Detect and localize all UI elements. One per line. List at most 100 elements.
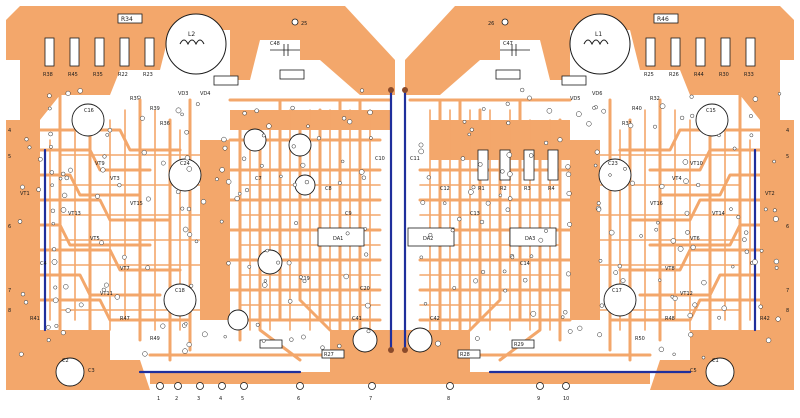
solder-pad bbox=[287, 299, 293, 304]
side-label: 5 bbox=[8, 154, 11, 160]
solder-pad bbox=[656, 220, 660, 225]
solder-pad bbox=[263, 279, 268, 283]
solder-pad bbox=[182, 348, 188, 354]
transistor-label: VT3 bbox=[110, 176, 120, 182]
connector-pin bbox=[368, 382, 376, 390]
solder-pad bbox=[343, 273, 349, 280]
solder-pad bbox=[563, 310, 568, 315]
resistor-label: R3 bbox=[524, 186, 531, 192]
solder-pad bbox=[345, 231, 350, 236]
resistor-label: R2 bbox=[500, 186, 507, 192]
solder-pad bbox=[121, 254, 127, 260]
transistor-label: VT8 bbox=[665, 266, 675, 272]
transistor-label: VT15 bbox=[130, 201, 143, 207]
solder-pad bbox=[450, 228, 455, 233]
solder-pad bbox=[341, 116, 347, 121]
solder-pad bbox=[598, 258, 603, 263]
solder-pad bbox=[221, 136, 227, 143]
solder-pad bbox=[759, 248, 764, 253]
solder-pad bbox=[690, 113, 695, 118]
connector-pin-label: 5 bbox=[241, 396, 244, 402]
solder-pad bbox=[226, 261, 231, 266]
solder-pad bbox=[617, 263, 622, 269]
solder-pad bbox=[64, 175, 70, 181]
solder-pad bbox=[302, 279, 307, 284]
side-label: 4 bbox=[786, 128, 789, 134]
copper-traces bbox=[38, 93, 762, 362]
solder-pad bbox=[736, 215, 741, 220]
solder-pad bbox=[565, 271, 571, 277]
solder-pad bbox=[452, 286, 457, 290]
solder-pad bbox=[481, 269, 486, 275]
solder-pad bbox=[194, 239, 199, 244]
solder-pad bbox=[137, 95, 141, 100]
solder-pad bbox=[50, 208, 56, 213]
solder-pad bbox=[320, 345, 325, 350]
part-label: C24 bbox=[180, 161, 190, 167]
solder-pad bbox=[744, 230, 749, 235]
solder-pad bbox=[460, 156, 466, 161]
solder-pad bbox=[777, 92, 782, 96]
solder-pad bbox=[242, 111, 247, 116]
solder-pad bbox=[36, 187, 41, 192]
solder-pad bbox=[60, 330, 66, 336]
solder-pad bbox=[653, 124, 657, 129]
solder-pad bbox=[219, 167, 225, 173]
solder-pad bbox=[244, 188, 250, 193]
solder-pad bbox=[222, 145, 228, 151]
inductor-l2: L2 bbox=[165, 13, 227, 75]
solder-pad bbox=[478, 162, 483, 167]
part-label: R40 bbox=[632, 106, 642, 112]
solder-pad bbox=[467, 132, 471, 137]
resistor-label: R4 bbox=[548, 186, 555, 192]
pin-label: 26 bbox=[488, 21, 494, 27]
solder-pad bbox=[20, 292, 26, 297]
part-label: C16 bbox=[84, 108, 94, 114]
part-label: R47 bbox=[120, 316, 130, 322]
connector-pin-label: 4 bbox=[219, 396, 222, 402]
connector-pin bbox=[240, 382, 248, 390]
solder-pad bbox=[538, 237, 544, 243]
part-label: R32 bbox=[650, 96, 660, 102]
solder-pad bbox=[469, 127, 474, 132]
side-label: 7 bbox=[8, 288, 11, 294]
solder-pad bbox=[594, 149, 600, 155]
solder-pad bbox=[507, 196, 513, 201]
solder-pad bbox=[365, 302, 371, 309]
solder-pad bbox=[520, 87, 525, 93]
resistor-label: R25 bbox=[644, 72, 654, 78]
solder-pad bbox=[418, 142, 424, 148]
connector-pin-label: 3 bbox=[197, 396, 200, 402]
solder-pad bbox=[47, 106, 52, 111]
connector-pin bbox=[156, 382, 164, 390]
solder-pad bbox=[316, 136, 321, 141]
resistor-label: R26 bbox=[669, 72, 679, 78]
part-label: C10 bbox=[375, 156, 385, 162]
solder-pad bbox=[175, 107, 182, 114]
solder-pad bbox=[247, 264, 252, 269]
center-resistor-block: R1 R2 R3 R4 bbox=[477, 149, 559, 192]
solder-pad bbox=[717, 133, 721, 138]
solder-pad bbox=[773, 216, 779, 222]
part-label: C1 bbox=[712, 358, 719, 364]
diode-label: VD6 bbox=[592, 91, 602, 97]
part-label: R39 bbox=[150, 106, 160, 112]
solder-pad bbox=[61, 192, 68, 199]
connector-pin-label: 10 bbox=[563, 396, 569, 402]
solder-pad bbox=[291, 144, 296, 149]
solder-pad bbox=[226, 179, 232, 185]
resistor-label: R33 bbox=[744, 72, 754, 78]
solder-pad bbox=[189, 283, 194, 288]
solder-pad bbox=[577, 325, 583, 331]
solder-pad bbox=[234, 195, 240, 202]
part-label: R36 bbox=[160, 121, 170, 127]
solder-pad bbox=[24, 137, 29, 142]
solder-pad bbox=[567, 329, 573, 334]
solder-pad bbox=[763, 207, 768, 212]
solder-pad bbox=[575, 111, 582, 117]
transistor-label: VT10 bbox=[690, 161, 703, 167]
part-label: C18 bbox=[175, 288, 185, 294]
part-label: C8 bbox=[325, 186, 332, 192]
ic-da2: DA2 bbox=[407, 227, 455, 247]
